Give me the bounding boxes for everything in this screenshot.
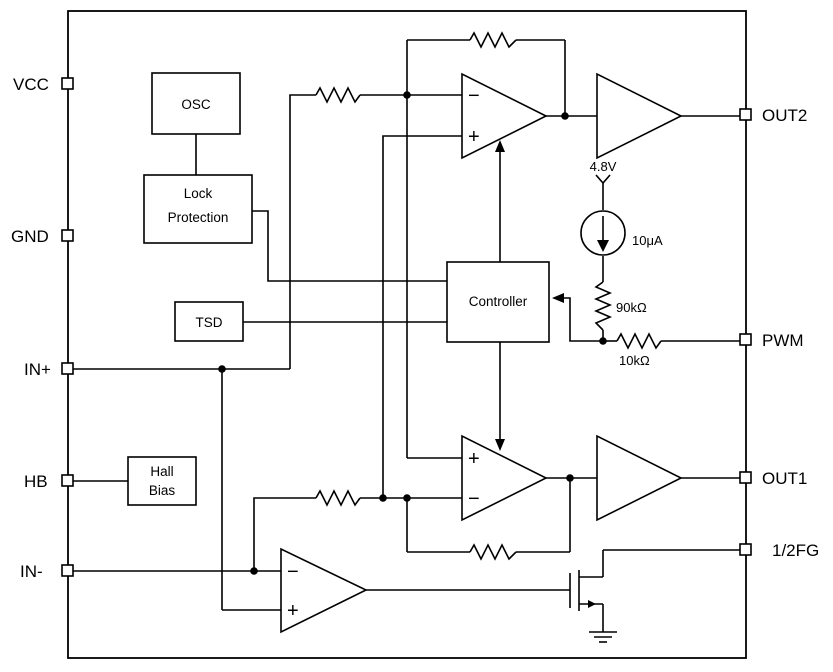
pin-in-minus-label: IN- xyxy=(20,562,43,581)
buffer-out1 xyxy=(596,434,683,522)
lock-label-line2: Protection xyxy=(168,210,229,225)
arrow-into-controller xyxy=(552,293,564,303)
comparator-fg: − + xyxy=(280,547,368,634)
lock-label-line1: Lock xyxy=(184,186,213,201)
buffer-out2 xyxy=(596,72,683,160)
pin-out2: OUT2 xyxy=(739,106,807,125)
resistor-in-plus xyxy=(315,86,361,104)
controller-block: Controller xyxy=(446,261,550,343)
resistor-feedback-bottom xyxy=(469,543,517,561)
pin-half-fg-label: 1/2FG xyxy=(772,541,819,560)
arrow-down-to-opamp1 xyxy=(495,439,505,451)
hall-bias-block: Hall Bias xyxy=(127,456,197,506)
pin-out1: OUT1 xyxy=(739,469,807,488)
opamp-bottom: + − xyxy=(461,434,548,522)
wiring xyxy=(73,39,740,643)
opamp-bottom-plus: + xyxy=(468,448,480,470)
comparator-minus: − xyxy=(287,561,299,583)
controller-label: Controller xyxy=(469,294,528,309)
arrow-up-to-opamp2 xyxy=(495,140,505,152)
lock-protection-block: Lock Protection xyxy=(143,174,253,244)
resistor-10k xyxy=(616,332,662,350)
pin-gnd-label: GND xyxy=(11,227,49,246)
pin-pwm: PWM xyxy=(739,331,804,350)
pin-hb: HB xyxy=(24,472,74,491)
resistor-feedback-top xyxy=(469,31,517,49)
resistor-90k-label: 90kΩ xyxy=(616,300,647,315)
opamp-top: − + xyxy=(461,72,548,160)
junction-dots xyxy=(218,91,607,575)
resistor-90k xyxy=(593,281,613,331)
tsd-label: TSD xyxy=(196,315,223,330)
opamp-top-minus: − xyxy=(468,85,480,107)
resistor-in-minus xyxy=(315,489,361,507)
pin-out2-label: OUT2 xyxy=(762,106,807,125)
pin-in-plus-label: IN+ xyxy=(24,360,51,379)
tsd-block: TSD xyxy=(174,301,244,342)
comparator-plus: + xyxy=(287,600,299,622)
osc-label: OSC xyxy=(181,97,211,112)
resistor-10k-label: 10kΩ xyxy=(619,353,650,368)
pin-out1-label: OUT1 xyxy=(762,469,807,488)
arrow-transistor-source xyxy=(588,600,596,608)
pin-gnd: GND xyxy=(11,227,74,246)
voltage-label: 4.8V xyxy=(590,159,617,174)
pin-in-plus: IN+ xyxy=(24,360,74,379)
osc-block: OSC xyxy=(151,72,241,135)
pin-vcc-label: VCC xyxy=(13,75,49,94)
pin-pwm-label: PWM xyxy=(762,331,804,350)
pin-hb-label: HB xyxy=(24,472,48,491)
pin-vcc: VCC xyxy=(13,75,74,94)
current-label: 10μA xyxy=(632,233,663,248)
voltage-source-4v8: 4.8V xyxy=(590,159,617,185)
hall-label-line2: Bias xyxy=(149,483,176,498)
hall-label-line1: Hall xyxy=(150,464,173,479)
pin-half-fg: 1/2FG xyxy=(739,541,819,560)
pin-in-minus: IN- xyxy=(20,562,74,581)
current-source: 10μA xyxy=(580,210,663,256)
opamp-bottom-minus: − xyxy=(468,488,480,510)
opamp-top-plus: + xyxy=(468,126,480,148)
